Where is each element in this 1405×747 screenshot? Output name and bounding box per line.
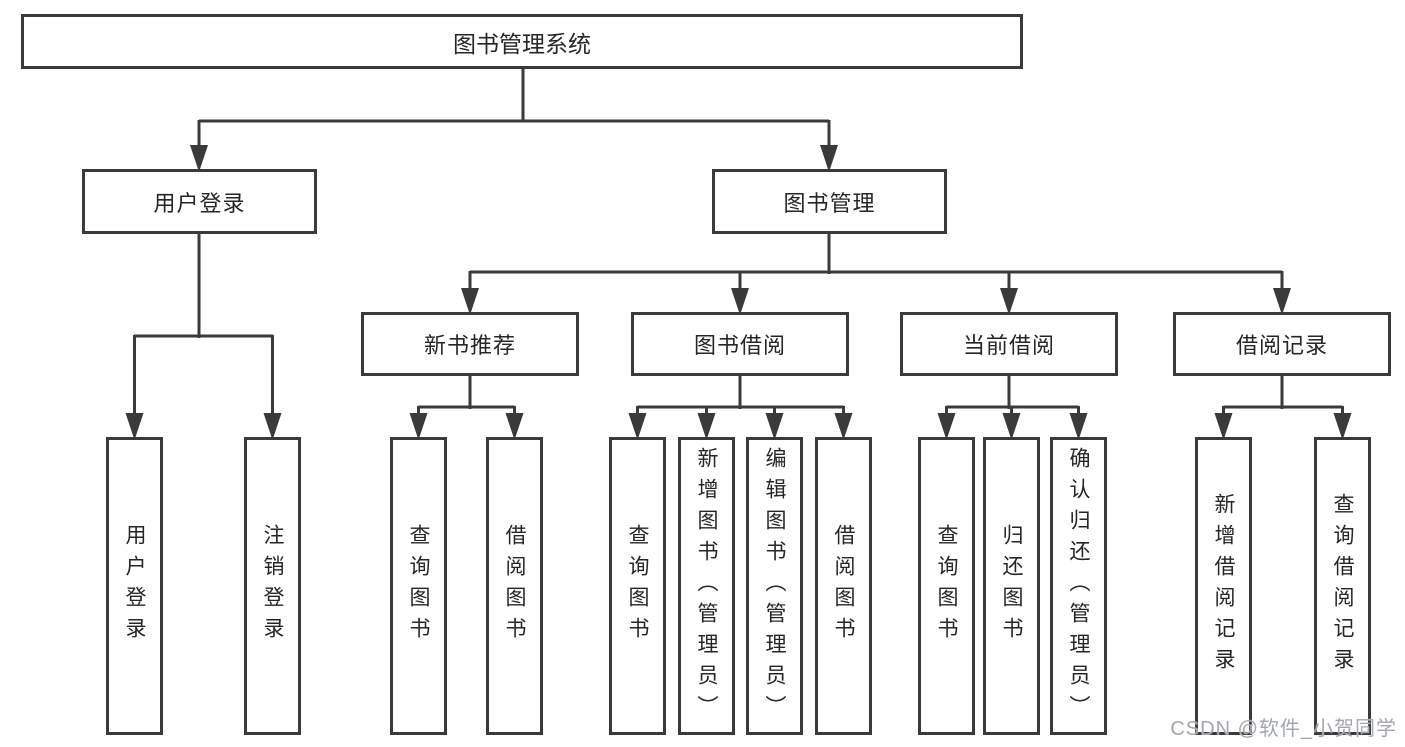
leaf-borrow-books: 借阅图书 [815, 437, 872, 735]
arrowhead-icon [1069, 413, 1088, 440]
node-current-borrow: 当前借阅 [900, 312, 1118, 376]
arrowhead-icon [1333, 413, 1352, 440]
node-label: 用户登录 [123, 524, 146, 648]
node-label: 借阅记录 [1235, 333, 1328, 358]
node-label: 图书管理系统 [453, 30, 591, 57]
node-label: 查询借阅记录 [1331, 493, 1354, 679]
arrowhead-icon [765, 413, 784, 440]
node-label: 新增借阅记录 [1212, 493, 1235, 679]
leaf-query-borrow-record: 查询借阅记录 [1314, 437, 1371, 735]
leaf-user-login: 用户登录 [106, 437, 163, 735]
arrowhead-icon [1000, 288, 1018, 315]
leaf-edit-book-admin: 编辑图书（管理员） [746, 437, 803, 735]
node-label: 编辑图书（管理员） [763, 446, 786, 726]
arrowhead-icon [461, 288, 479, 315]
leaf-borrow-books-recommend: 借阅图书 [486, 437, 543, 735]
arrowhead-icon [1273, 288, 1291, 315]
leaf-query-books-recommend: 查询图书 [390, 437, 447, 735]
leaf-add-borrow-record: 新增借阅记录 [1195, 437, 1252, 735]
leaf-add-book-admin: 新增图书（管理员） [678, 437, 735, 735]
node-label: 用户登录 [153, 190, 246, 216]
arrowhead-icon [263, 413, 282, 440]
node-label: 借阅图书 [503, 524, 526, 648]
node-new-book-recommend: 新书推荐 [361, 312, 579, 376]
node-book-borrow: 图书借阅 [631, 312, 849, 376]
arrowhead-icon [834, 413, 853, 440]
arrowhead-icon [190, 145, 208, 172]
node-book-management: 图书管理 [712, 169, 947, 234]
leaf-confirm-return-admin: 确认归还（管理员） [1050, 437, 1107, 735]
node-label: 查询图书 [935, 524, 958, 648]
arrowhead-icon [505, 413, 524, 440]
arrowhead-icon [125, 413, 144, 440]
node-user-login: 用户登录 [82, 169, 317, 234]
node-borrow-records: 借阅记录 [1173, 312, 1391, 376]
arrowhead-icon [409, 413, 428, 440]
node-label: 新书推荐 [423, 333, 516, 358]
node-label: 当前借阅 [962, 333, 1055, 358]
node-label: 查询图书 [407, 524, 430, 648]
node-label: 图书管理 [783, 190, 876, 216]
leaf-logout: 注销登录 [244, 437, 301, 735]
node-label: 确认归还（管理员） [1067, 446, 1090, 726]
csdn-watermark: CSDN @软件_小贺同学 [1170, 718, 1397, 740]
arrowhead-icon [1002, 413, 1021, 440]
arrowhead-icon [820, 145, 838, 172]
node-label: 归还图书 [1000, 524, 1023, 648]
node-label: 新增图书（管理员） [695, 446, 718, 726]
arrowhead-icon [731, 288, 749, 315]
leaf-query-books-borrow: 查询图书 [609, 437, 666, 735]
node-label: 图书借阅 [693, 333, 786, 358]
arrowhead-icon [628, 413, 647, 440]
leaf-return-book: 归还图书 [983, 437, 1040, 735]
node-label: 注销登录 [261, 524, 284, 648]
node-label: 借阅图书 [832, 524, 855, 648]
node-library-management-system: 图书管理系统 [21, 14, 1023, 69]
node-label: 查询图书 [626, 524, 649, 648]
leaf-query-books-current: 查询图书 [918, 437, 975, 735]
arrowhead-icon [1214, 413, 1233, 440]
arrowhead-icon [697, 413, 716, 440]
arrowhead-icon [937, 413, 956, 440]
